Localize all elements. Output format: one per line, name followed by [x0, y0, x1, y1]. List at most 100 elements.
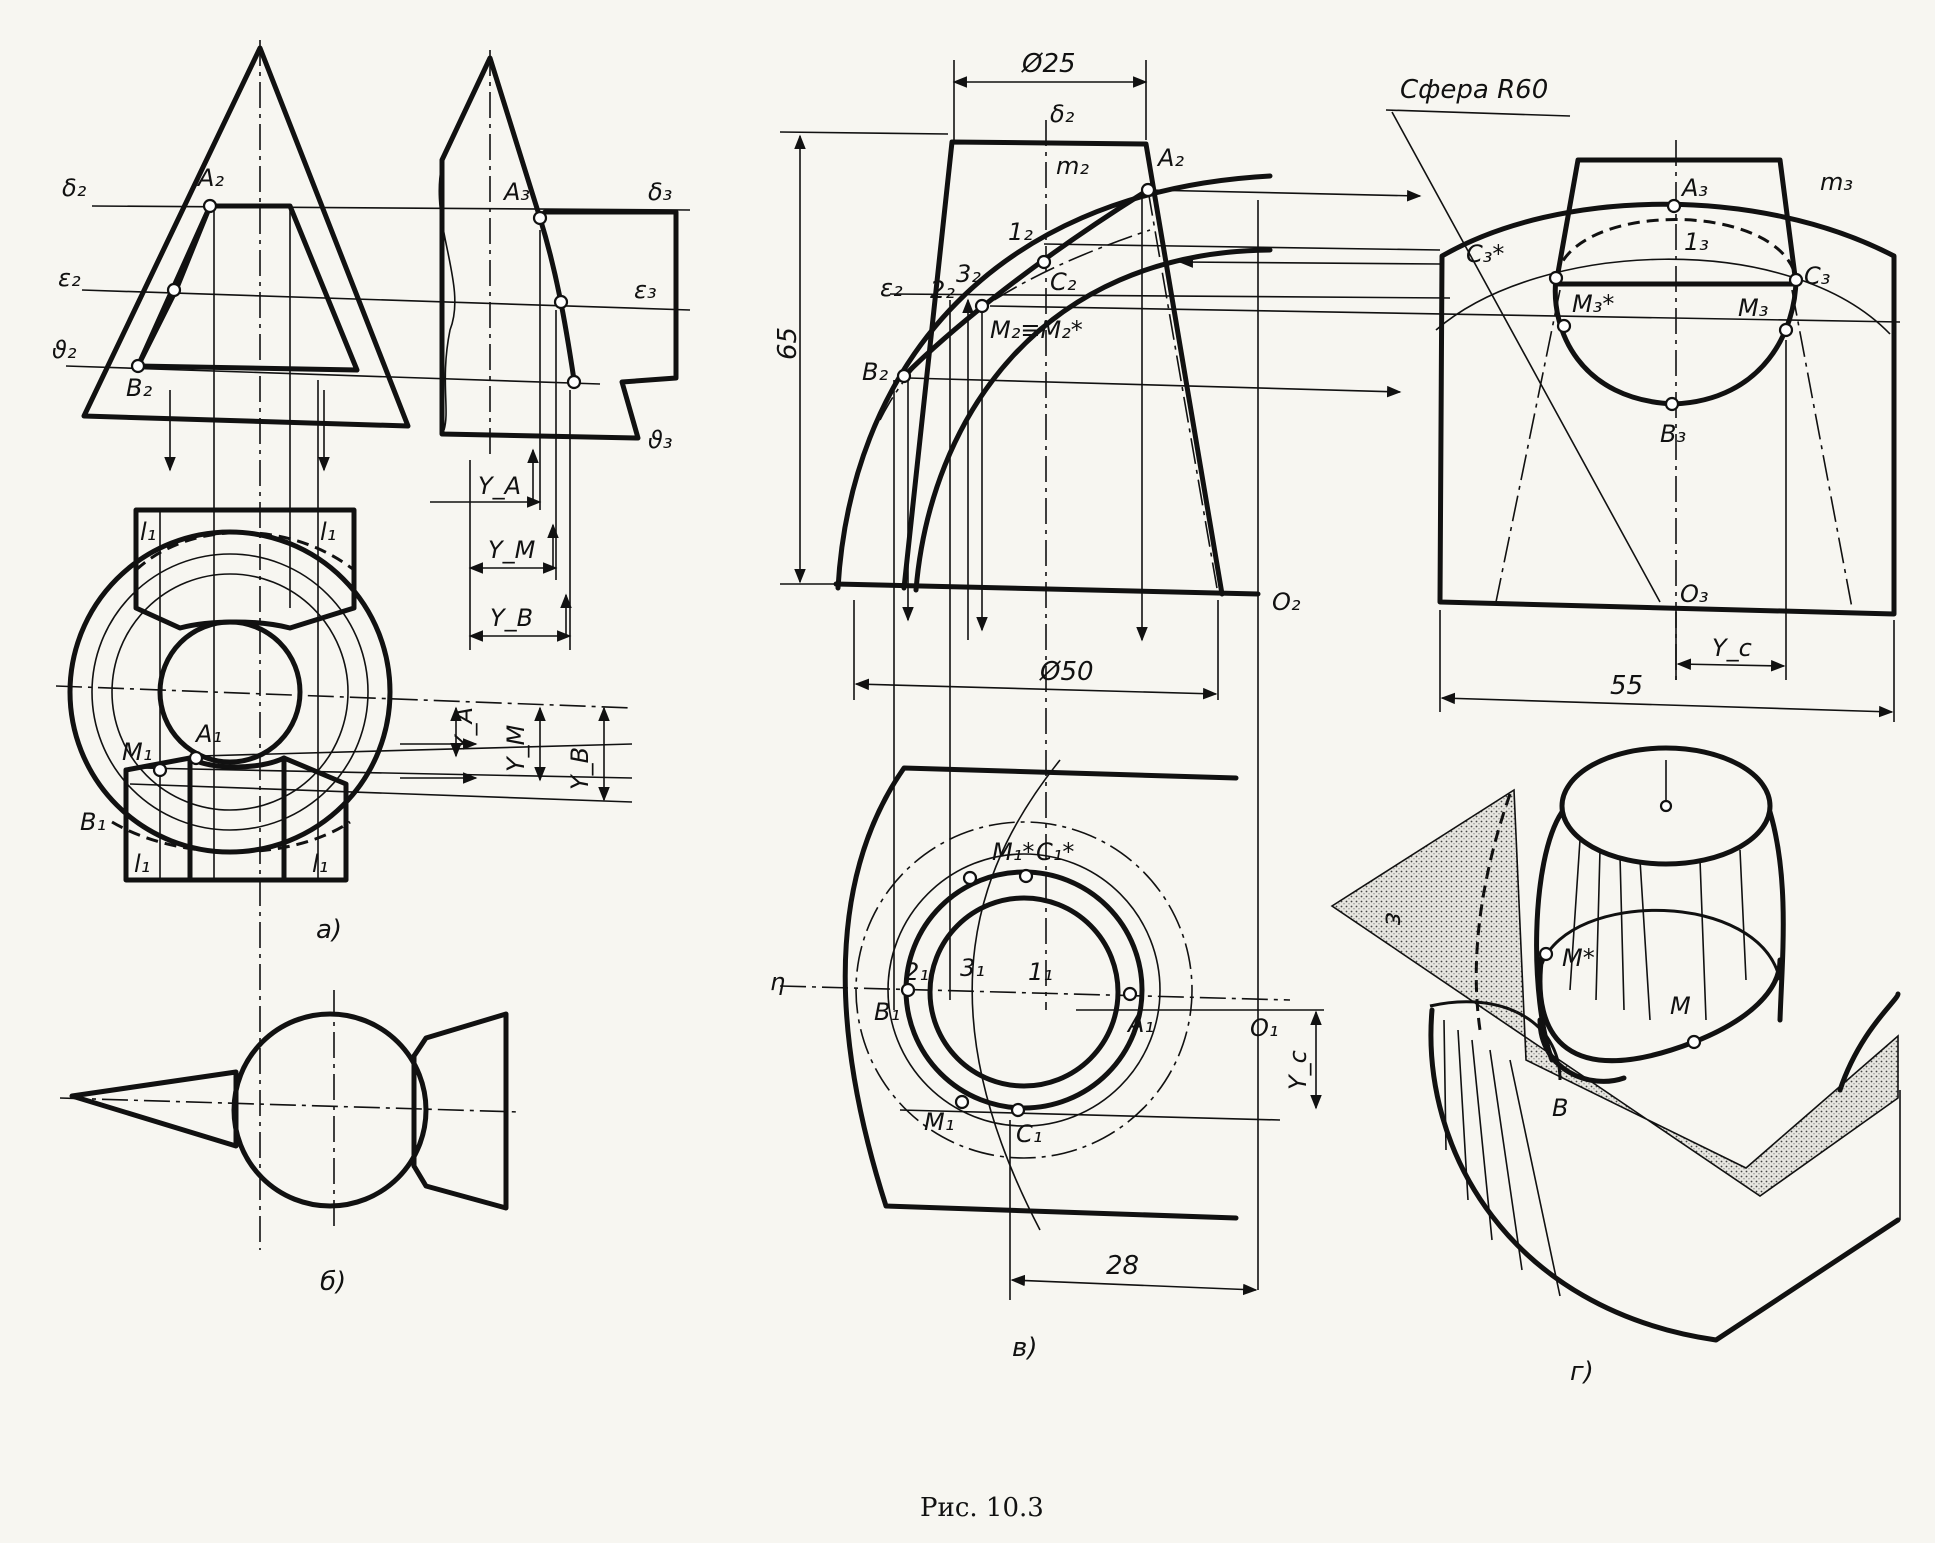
label-B1: B₁ — [80, 808, 106, 836]
subfigure-label-v: в) — [1012, 1333, 1037, 1363]
frustum-front — [901, 139, 1225, 597]
sphere-ring-1 — [91, 553, 369, 831]
dim-d28: 28 — [1106, 1251, 1139, 1281]
point-M-3d — [1686, 1034, 1702, 1050]
label-delta3: δ₃ — [648, 178, 672, 206]
top-axis-eta — [779, 985, 1291, 1001]
side-dash-right — [1791, 289, 1853, 609]
point-M1s — [962, 870, 978, 886]
torus-dash-inner — [887, 853, 1161, 1127]
plate-outline-top — [842, 765, 1239, 1221]
label-O1: O₁ — [1250, 1014, 1279, 1042]
dashed-arc-upper — [134, 531, 355, 572]
label-M1s: M₁* — [992, 838, 1034, 866]
point-B3 — [1664, 396, 1680, 412]
label-2-2: 2₂ — [930, 276, 955, 304]
point-A3 — [532, 210, 548, 226]
sphere-section-arc — [971, 759, 1061, 1231]
label-2-1: 2₁ — [904, 958, 929, 986]
point-C1s — [1018, 868, 1034, 884]
label-A2: A₂ — [1156, 144, 1184, 172]
point-A1 — [1122, 986, 1138, 1002]
side-cone-outline — [439, 55, 679, 441]
label-B2: B₂ — [126, 374, 152, 402]
label-delta2: δ₂ — [1050, 100, 1075, 128]
point-C1 — [1010, 1102, 1026, 1118]
figure-v-side-view: Сфера R60 A₃ m₃ C₃* 1₃ C₃ M₃* M₃ B₃ O₃ Y… — [1385, 75, 1897, 722]
frustum-right-dash — [1147, 189, 1219, 595]
point-A2 — [1140, 182, 1156, 198]
figure-a-top-view: l₁ l₁ l₁ l₁ M₁ A₁ B₁ Y_A Y_M Y_B — [55, 210, 633, 883]
frustum-body — [1534, 809, 1786, 1063]
label-M3s: M₃* — [1572, 290, 1614, 318]
label-1-2: 1₂ — [1008, 218, 1033, 246]
plane-delta2 — [91, 205, 691, 211]
plane-eps-dotted — [1330, 788, 1899, 1197]
dashed-circle-side — [1554, 218, 1798, 279]
point-theta3 — [566, 374, 582, 390]
sphere-ring-2 — [111, 573, 349, 811]
label-M1: M₁ — [122, 738, 152, 766]
curve-hidden-3d — [1474, 793, 1512, 1031]
label-C3: C₃ — [1804, 262, 1830, 290]
label-C2: C₂ — [1050, 268, 1077, 296]
label-A2: A₂ — [196, 164, 224, 192]
label-M: M — [1670, 992, 1691, 1020]
point-A1 — [188, 750, 204, 766]
label-l1-bl: l₁ — [134, 850, 150, 878]
label-1-3: 1₃ — [1684, 228, 1709, 256]
label-A1: A₁ — [194, 720, 222, 748]
label-theta3: ϑ₃ — [648, 426, 672, 454]
dim-d25: Ø25 — [1021, 49, 1076, 79]
label-l1-tl: l₁ — [140, 518, 156, 546]
label-YA-top: Y_A — [478, 472, 521, 500]
frustum-profile-b — [411, 1011, 509, 1211]
label-M3: M₃ — [1738, 294, 1768, 322]
frustum-lower-ellipse — [1540, 909, 1782, 981]
plane-theta2 — [65, 365, 601, 385]
torus-surface — [1428, 1007, 1901, 1343]
dashed-circle-arc — [879, 229, 1151, 421]
dim-d65: 65 — [773, 327, 803, 360]
prism-top-upper — [133, 507, 357, 631]
label-C1s: C₁* — [1036, 838, 1074, 866]
dim-d55: 55 — [1610, 671, 1643, 701]
label-M1: M₁ — [924, 1108, 954, 1136]
label-YB-side: Y_B — [566, 747, 594, 790]
subfigure-label-b: б) — [320, 1267, 346, 1297]
intersection-curve-3d — [1537, 951, 1783, 1063]
label-Ms: M* — [1562, 944, 1595, 972]
label-eps3: ε₃ — [634, 276, 657, 304]
label-delta2: δ₂ — [62, 174, 87, 202]
frustum-bottom-hidden — [1537, 1017, 1627, 1084]
figure-a-front-view: δ₂ ε₂ ϑ₂ A₂ B₂ — [52, 40, 691, 1250]
point-eps3 — [553, 294, 569, 310]
torus-right-end — [1837, 991, 1901, 1093]
point-C2 — [1036, 254, 1052, 270]
cone-profile-b — [69, 1069, 239, 1149]
label-eps-plane: ε — [1379, 912, 1409, 926]
frustum-top-center — [1659, 799, 1673, 813]
label-O3: O₃ — [1680, 580, 1709, 608]
label-1-1: 1₁ — [1028, 958, 1053, 986]
figure-v-top-view: M₁* C₁* η B₁ 2₁ 3₁ 1₁ A₁ O₁ Y_c M₁ C₁ 28 — [770, 759, 1324, 1300]
curve-inner — [927, 895, 1121, 1089]
label-l1-tr: l₁ — [320, 518, 336, 546]
label-A1: A₁ — [1126, 1010, 1154, 1038]
point-C3 — [1788, 272, 1804, 288]
label-C1: C₁ — [1016, 1120, 1042, 1148]
axis-b-horizontal — [59, 1097, 521, 1113]
label-B1: B₁ — [874, 998, 900, 1026]
sphere-arc-side — [1435, 258, 1891, 335]
point-M1 — [152, 762, 168, 778]
label-eps2: ε₂ — [880, 274, 903, 302]
dim-Yc-top: Y_c — [1284, 1050, 1312, 1090]
point-M1 — [954, 1094, 970, 1110]
point-M3 — [1778, 322, 1794, 338]
point-A2 — [202, 198, 218, 214]
frustum-hatch — [1569, 839, 1747, 1021]
figure-a: δ₂ ε₂ ϑ₂ A₂ B₂ A₃ δ₃ ε₃ ϑ₃ — [52, 40, 691, 1250]
label-3-2: 3₂ — [956, 260, 981, 288]
point-A3 — [1666, 198, 1682, 214]
